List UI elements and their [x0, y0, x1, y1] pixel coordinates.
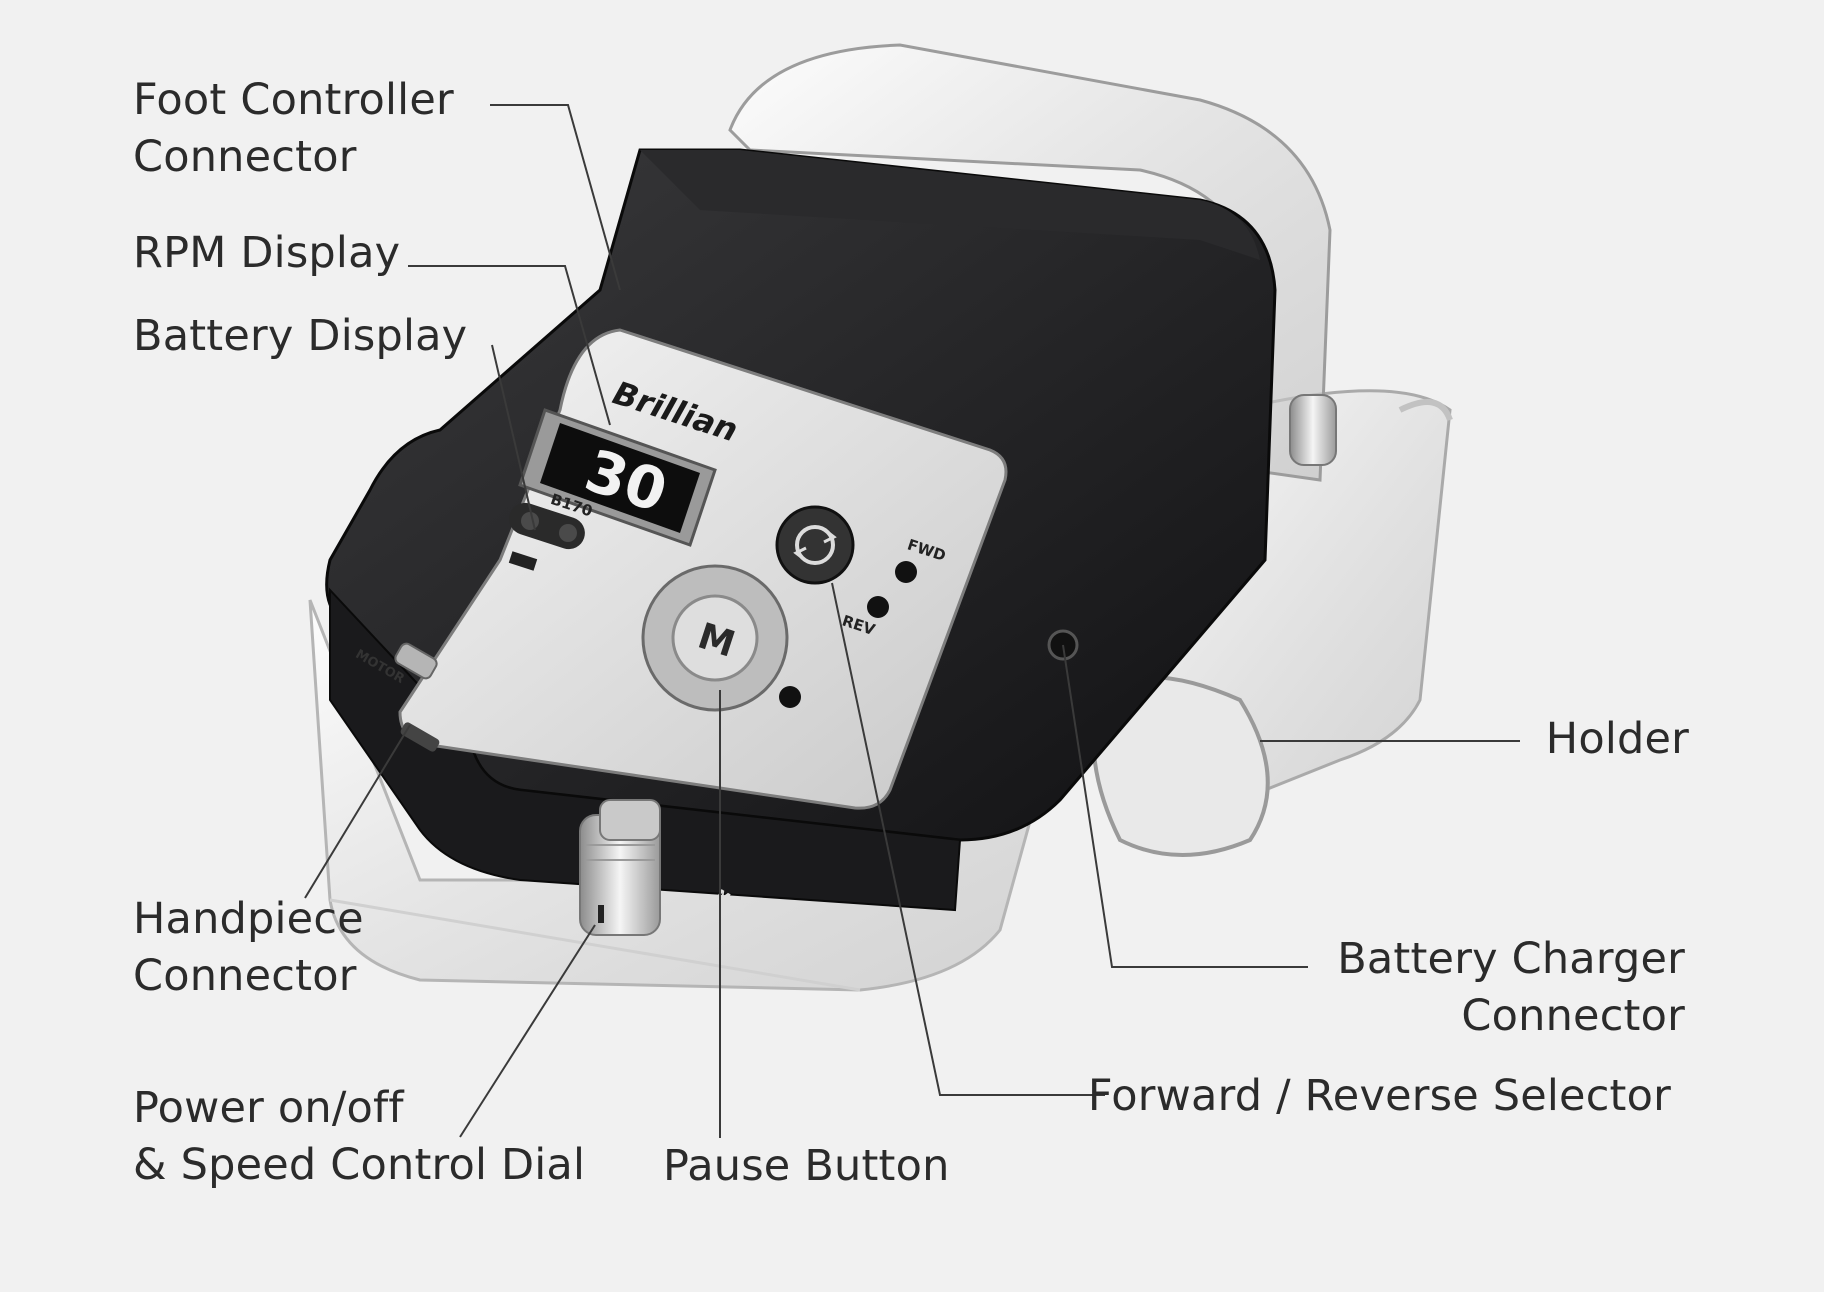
label-battery-display: Battery Display — [133, 311, 468, 361]
label-battery-charger-connector: Battery Charger Connector — [1337, 934, 1685, 1041]
label-pause-button: Pause Button — [663, 1141, 950, 1191]
label-handpiece-connector: Handpiece Connector — [133, 894, 364, 1001]
leader-power-dial — [459, 924, 596, 1138]
label-foot-controller-connector: Foot Controller Connector — [133, 75, 454, 182]
leader-rpm-display — [408, 265, 611, 426]
pause-button-illustration: M — [641, 564, 801, 712]
speed-dial-illustration — [579, 799, 661, 936]
label-rpm-display: RPM Display — [133, 228, 401, 278]
battery-indicator-illustration: B170 — [508, 490, 595, 571]
label-power-speed-dial: Power on/off & Speed Control Dial — [133, 1083, 586, 1190]
leader-lines — [304, 104, 1520, 1138]
rpm-display-illustration: 30 — [518, 408, 717, 547]
leader-battery-charger — [1062, 644, 1308, 968]
leader-battery-display — [491, 344, 536, 531]
side-ports — [394, 394, 1337, 752]
leader-handpiece — [304, 724, 411, 899]
rear-cap — [728, 43, 1332, 482]
leader-fwd-rev — [831, 582, 1105, 1096]
label-forward-reverse-selector: Forward / Reverse Selector — [1087, 1071, 1671, 1121]
label-holder: Holder — [1545, 714, 1689, 764]
leader-foot-controller — [490, 104, 621, 291]
